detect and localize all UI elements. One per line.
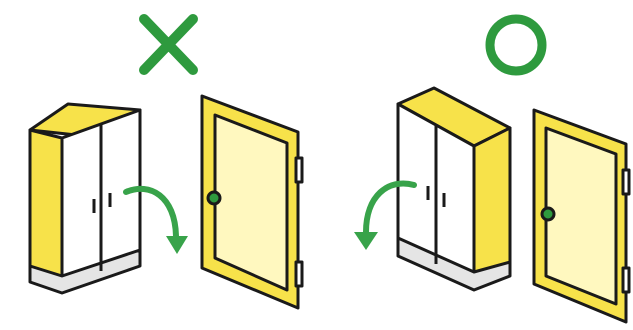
cabinet-left bbox=[30, 104, 140, 293]
door-right-panel bbox=[534, 110, 629, 322]
cabinet-right bbox=[398, 88, 510, 290]
